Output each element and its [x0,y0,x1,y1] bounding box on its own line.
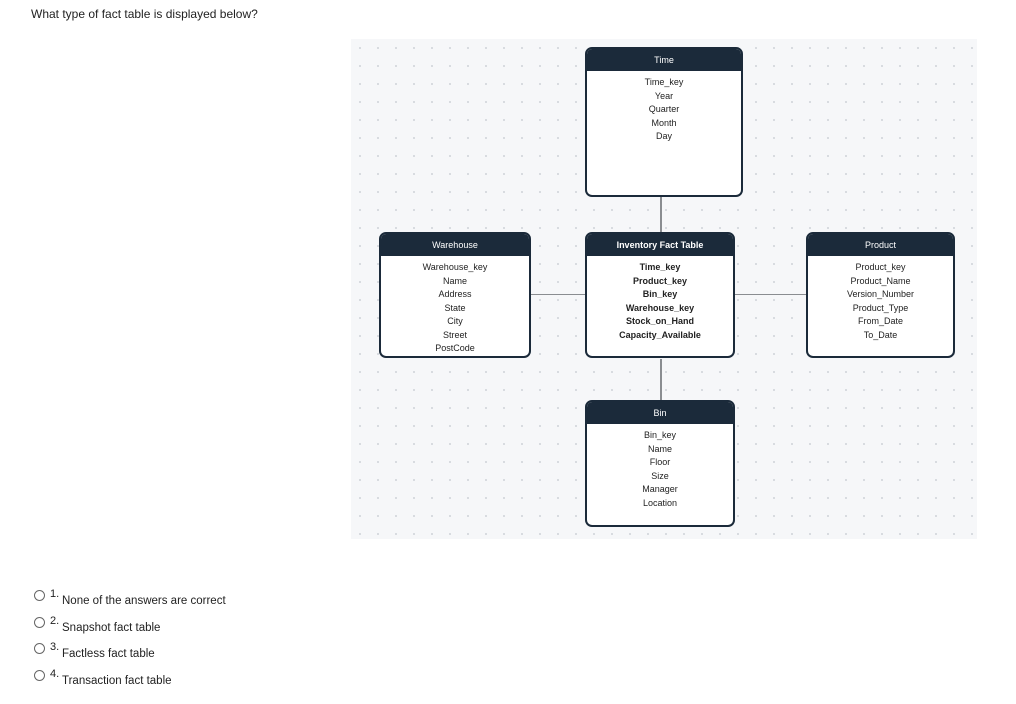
option-label[interactable]: Transaction fact table [62,674,172,687]
question-text: What type of fact table is displayed bel… [31,7,258,21]
warehouse-table-header: Warehouse [381,234,529,256]
table-field: Product_Type [852,302,909,313]
table-field: From_Date [857,316,903,326]
table-field: Bin_key [643,430,677,440]
table-field: Street [442,329,467,340]
table-field: Floor [649,457,671,467]
table-field: Year [654,90,674,101]
table-field: Version_Number [846,289,915,299]
table-field: Name [647,443,672,454]
product-table: Product Product_key Product_Name Version… [806,232,955,358]
product-table-header: Product [808,234,953,256]
radio-button-option-4[interactable] [34,669,45,681]
bin-table-fields: Bin_key Name Floor Size Manager Location [587,429,733,510]
radio-button-option-2[interactable] [34,616,45,628]
table-field: Manager [642,484,678,494]
table-field: Stock_on_Hand [625,316,694,326]
option-label[interactable]: Factless fact table [62,648,155,660]
table-field: Month [651,117,677,128]
product-table-fields: Product_key Product_Name Version_Number … [808,261,953,342]
option-number: 1. [50,588,60,600]
schema-diagram-canvas: Time Time_key Year Quarter Month Day War… [351,39,977,539]
table-field: Address [438,289,472,299]
radio-button-option-1[interactable] [34,590,45,601]
table-field: Time_key [644,77,684,87]
table-field: Quarter [648,104,680,114]
radio-button-option-3[interactable] [34,643,45,654]
table-field: To_Date [863,329,898,340]
table-field: Day [655,131,672,141]
table-field: Name [442,275,467,286]
table-field: Bin_key [642,289,678,299]
table-field: Product_Name [850,275,911,286]
table-field: Product_key [855,262,906,272]
table-field: Warehouse_key [422,262,488,272]
time-table-header: Time [587,49,741,71]
table-field: Time_key [639,262,681,272]
table-field: Capacity_Available [619,329,701,340]
option-number: 2. [50,614,60,627]
option-number: 3. [50,641,60,653]
warehouse-table: Warehouse Warehouse_key Name Address Sta… [379,232,531,358]
table-field: City [447,316,463,326]
fact-table-fields: Time_key Product_key Bin_key Warehouse_k… [587,261,733,342]
option-number: 4. [50,667,60,680]
connector-warehouse-fact [530,294,586,295]
connector-time-fact [660,196,662,232]
table-field: Size [651,470,669,481]
table-field: State [444,302,466,313]
fact-table-header: Inventory Fact Table [587,234,733,256]
table-field: Warehouse_key [625,302,695,313]
warehouse-table-fields: Warehouse_key Name Address State City St… [381,261,529,356]
inventory-fact-table: Inventory Fact Table Time_key Product_ke… [585,232,735,358]
bin-table: Bin Bin_key Name Floor Size Manager Loca… [585,400,735,527]
table-field: Location [642,497,678,508]
table-field: Product_key [632,275,688,286]
time-table-fields: Time_key Year Quarter Month Day [587,76,741,144]
option-label[interactable]: Snapshot fact table [62,621,161,634]
bin-table-header: Bin [587,402,733,424]
time-table: Time Time_key Year Quarter Month Day [585,47,743,197]
table-field: PostCode [435,343,475,353]
option-label[interactable]: None of the answers are correct [62,595,226,607]
connector-fact-bin [660,359,662,400]
connector-fact-product [735,294,807,295]
